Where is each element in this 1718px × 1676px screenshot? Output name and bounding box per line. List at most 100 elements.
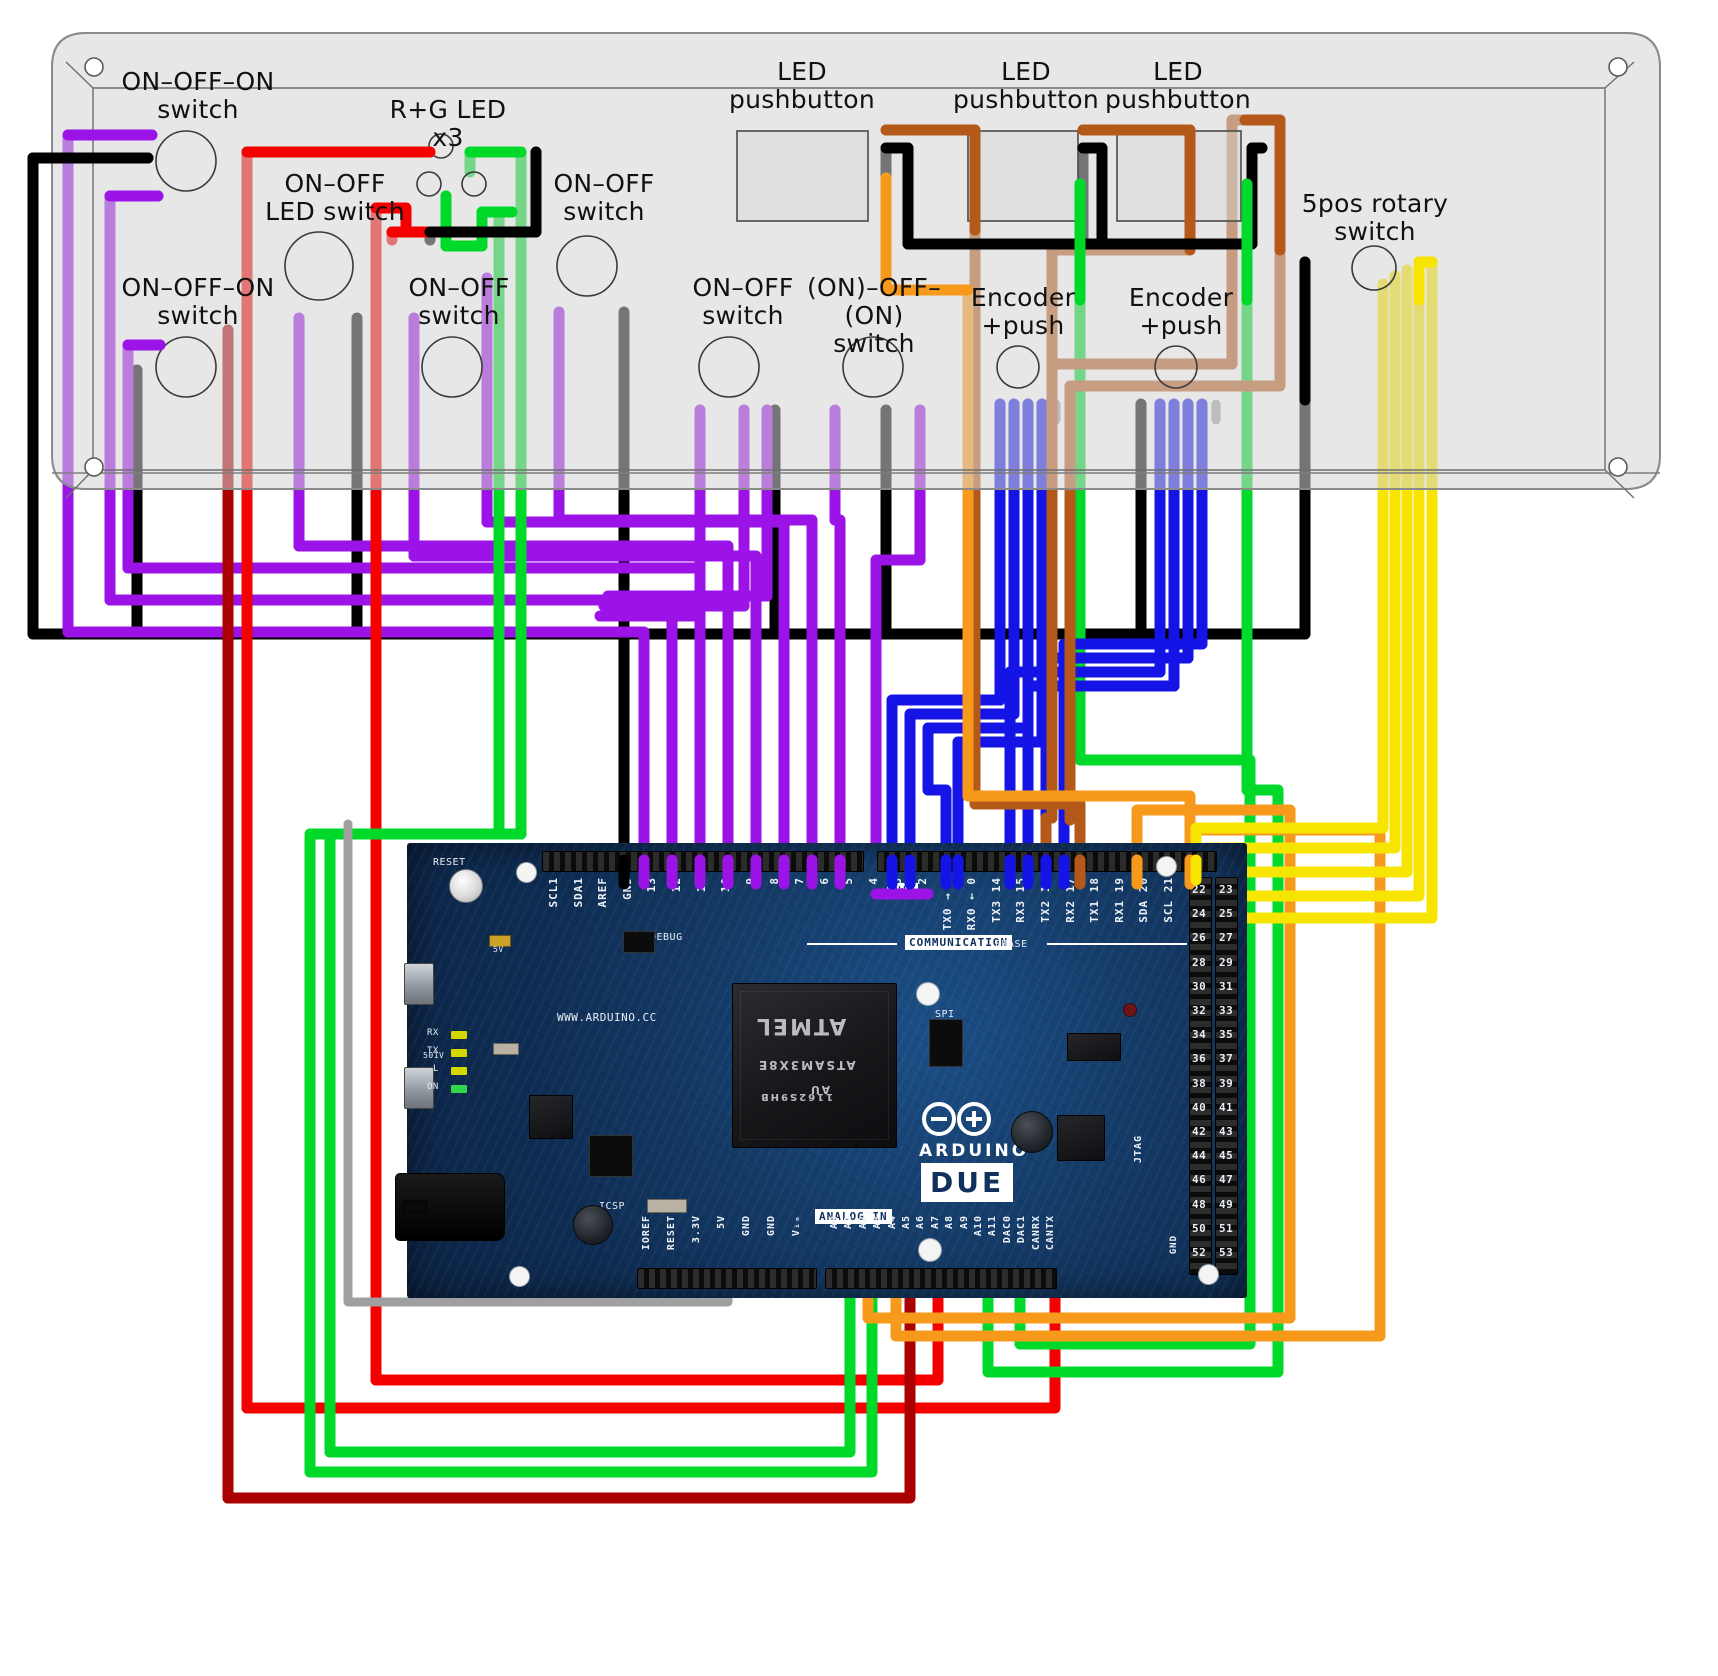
label-encoder-push-1: Encoder +push — [970, 283, 1076, 340]
label-on-off-on-switch-2: ON–OFF–ON switch — [121, 273, 275, 330]
right-pin-left-9: 40 — [1192, 1100, 1207, 1114]
label-on-off-switch-2: ON–OFF switch — [408, 273, 510, 330]
right-pin-left-3: 28 — [1192, 955, 1207, 969]
right-pin-left-10: 42 — [1192, 1125, 1207, 1138]
mount-hole-center — [917, 983, 939, 1005]
right-pin-right-11: 45 — [1219, 1149, 1234, 1163]
spi-header[interactable] — [929, 1019, 963, 1067]
rx-led-label: RX — [427, 1028, 439, 1038]
right-pin-left-4: 30 — [1192, 979, 1207, 993]
switch-cutouts[interactable] — [155, 130, 1397, 398]
power-barrel-jack[interactable] — [395, 1173, 505, 1241]
arduino-due-board[interactable]: ATMEL ATSAM3X8E AU 1162S9HB ARDUINO DUE … — [395, 843, 1247, 1298]
analog-pin-1: A1 — [843, 1215, 855, 1230]
analog-pin-5: A5 — [901, 1215, 912, 1230]
usb-programming-port[interactable] — [404, 1067, 434, 1109]
digital-pin-1: SDA1 — [571, 877, 585, 908]
soic-ic — [1067, 1033, 1121, 1061]
label-rg-led-x3: R+G LED x3 — [389, 95, 507, 152]
analog-pin-3: A3 — [872, 1215, 884, 1230]
l-led — [451, 1067, 467, 1075]
digital-pin-6: 11 — [694, 877, 708, 893]
digital-pin-12: 5 — [842, 877, 856, 885]
power-pin-4: GND — [741, 1215, 752, 1237]
digital-pin-20: TX2 16 — [1039, 877, 1052, 923]
on-led-label: ON — [427, 1082, 439, 1092]
panel-corner-mark-tl — [65, 61, 94, 89]
digital-pin-3: GND — [620, 877, 634, 900]
label-on-off-on-switch-1: ON–OFF–ON switch — [121, 67, 275, 124]
digital-header-left[interactable] — [542, 851, 864, 872]
panel-corner-mark-tr — [1604, 61, 1635, 89]
right-pin-left-11: 44 — [1192, 1149, 1207, 1163]
analog-header[interactable] — [825, 1268, 1057, 1289]
digital-pin-14: 3 — [891, 877, 905, 885]
right-pin-right-10: 43 — [1219, 1125, 1234, 1138]
label-on-off-switch-3: ON–OFF switch — [692, 273, 794, 330]
chip-atmel-logo: ATMEL — [755, 1013, 847, 1038]
power-pin-1: RESET — [666, 1215, 677, 1251]
label-on-off-momentary: (ON)–OFF–(ON) switch — [806, 273, 942, 358]
mount-hole-top-left — [517, 863, 536, 882]
pushbutton-cutouts[interactable] — [736, 130, 1242, 222]
right-pin-right-1: 25 — [1219, 907, 1234, 921]
digital-pin-10: 7 — [793, 877, 806, 885]
analog-pin-15: CANTX — [1045, 1215, 1056, 1251]
electrolytic-cap-2 — [1011, 1111, 1053, 1153]
debug-header[interactable] — [623, 931, 655, 953]
reset-label: RESET — [433, 857, 466, 868]
analog-pin-14: CANRX — [1030, 1215, 1042, 1251]
erase-label: ERASE — [995, 939, 1028, 950]
pwm-label: PWM — [887, 883, 918, 898]
label-on-off-switch-1: ON–OFF switch — [553, 169, 655, 226]
analog-pin-2: A2 — [857, 1215, 869, 1230]
tx-led — [451, 1049, 467, 1057]
right-header-col-a[interactable] — [1189, 877, 1212, 1275]
communication-label: COMMUNICATION — [905, 935, 1013, 950]
spi-label: SPI — [935, 1009, 955, 1020]
analog-pin-12: DAC0 — [1001, 1215, 1013, 1244]
right-pin-left-0: 22 — [1192, 883, 1207, 896]
tx-led-label: TX — [427, 1046, 439, 1056]
comm-rule-right — [1047, 943, 1187, 945]
digital-pin-25: SCL 21 — [1162, 877, 1175, 923]
fuse-label: 5V — [493, 945, 504, 954]
digital-pin-8: 9 — [743, 877, 757, 885]
brown-pushbutton-wires — [880, 114, 1286, 866]
right-pin-right-5: 33 — [1219, 1004, 1234, 1017]
digital-pin-7: 10 — [719, 877, 733, 893]
analog-in-label: ANALOG IN — [815, 1209, 892, 1224]
digital-pin-4: 13 — [645, 877, 659, 893]
label-on-off-led-switch: ON–OFF LED switch — [265, 169, 405, 226]
reg-label: 501V — [423, 1051, 445, 1060]
on-led — [451, 1085, 467, 1093]
analog-pin-13: DAC1 — [1016, 1215, 1028, 1244]
right-pin-right-14: 51 — [1219, 1221, 1234, 1235]
panel-outline — [51, 32, 1661, 490]
fuse — [489, 935, 511, 947]
board-url: WWW.ARDUINO.CC — [557, 1011, 657, 1024]
ground-wires — [27, 142, 1311, 866]
right-pin-right-2: 27 — [1219, 931, 1234, 945]
digital-pin-18: TX3 14 — [989, 877, 1003, 923]
right-pin-right-3: 29 — [1219, 955, 1234, 969]
analog-pin-8: A8 — [944, 1215, 956, 1230]
digital-pin-19: RX3 15 — [1014, 877, 1028, 923]
digital-pin-9: 8 — [768, 877, 782, 885]
due-wordmark: DUE — [921, 1163, 1014, 1202]
icsp-header[interactable] — [589, 1135, 633, 1177]
arduino-infinity-icon — [922, 1102, 991, 1136]
right-pin-left-1: 24 — [1192, 907, 1207, 921]
power-header[interactable] — [637, 1268, 817, 1289]
right-pin-right-15: 53 — [1219, 1246, 1234, 1259]
right-header-col-b[interactable] — [1215, 877, 1238, 1275]
usb-native-port[interactable] — [404, 963, 434, 1005]
label-five-pos-rotary: 5pos rotary switch — [1301, 189, 1449, 246]
right-pin-right-4: 31 — [1219, 979, 1234, 993]
right-pin-left-14: 50 — [1192, 1221, 1207, 1235]
right-pin-left-6: 34 — [1192, 1028, 1207, 1042]
reset-button[interactable] — [449, 869, 483, 903]
right-pin-right-6: 35 — [1219, 1028, 1234, 1042]
